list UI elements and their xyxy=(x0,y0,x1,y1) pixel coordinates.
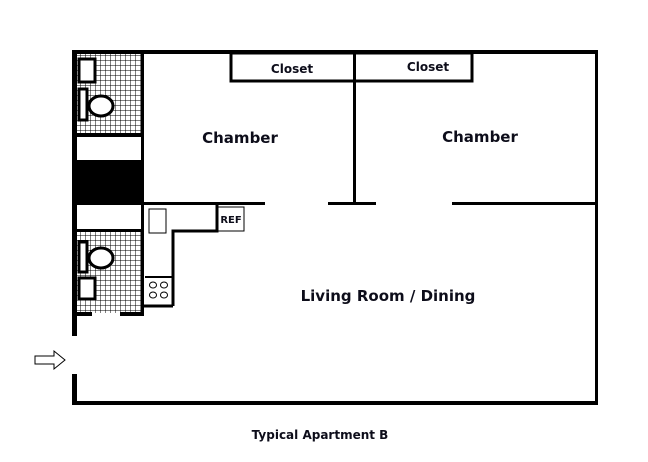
bathroom-top xyxy=(77,54,143,137)
bathroom-bottom xyxy=(77,229,143,316)
toilet-tank-icon xyxy=(77,87,89,122)
bath-column-wall xyxy=(141,54,144,316)
refrigerator-label: REF xyxy=(220,215,241,226)
sink-icon xyxy=(77,57,97,84)
plan-caption: Typical Apartment B xyxy=(252,428,389,442)
closet-left-label: Closet xyxy=(271,62,313,76)
living-room-label: Living Room / Dining xyxy=(301,287,476,305)
chamber-right-label: Chamber xyxy=(442,128,518,146)
stove-icon xyxy=(149,281,168,299)
entry-arrow-icon xyxy=(34,349,66,371)
sink-icon xyxy=(77,276,97,301)
kitchen-sink-icon xyxy=(148,208,167,234)
chamber-left-label: Chamber xyxy=(202,129,278,147)
toilet-bowl-icon xyxy=(87,94,115,118)
toilet-tank-icon xyxy=(77,240,89,274)
toilet-bowl-icon xyxy=(87,246,115,270)
interior-walls xyxy=(144,54,596,205)
closets xyxy=(229,51,474,83)
refrigerator-icon xyxy=(217,206,245,232)
closet-core xyxy=(77,160,143,203)
kitchen xyxy=(144,205,245,308)
closet-right-label: Closet xyxy=(407,60,449,74)
